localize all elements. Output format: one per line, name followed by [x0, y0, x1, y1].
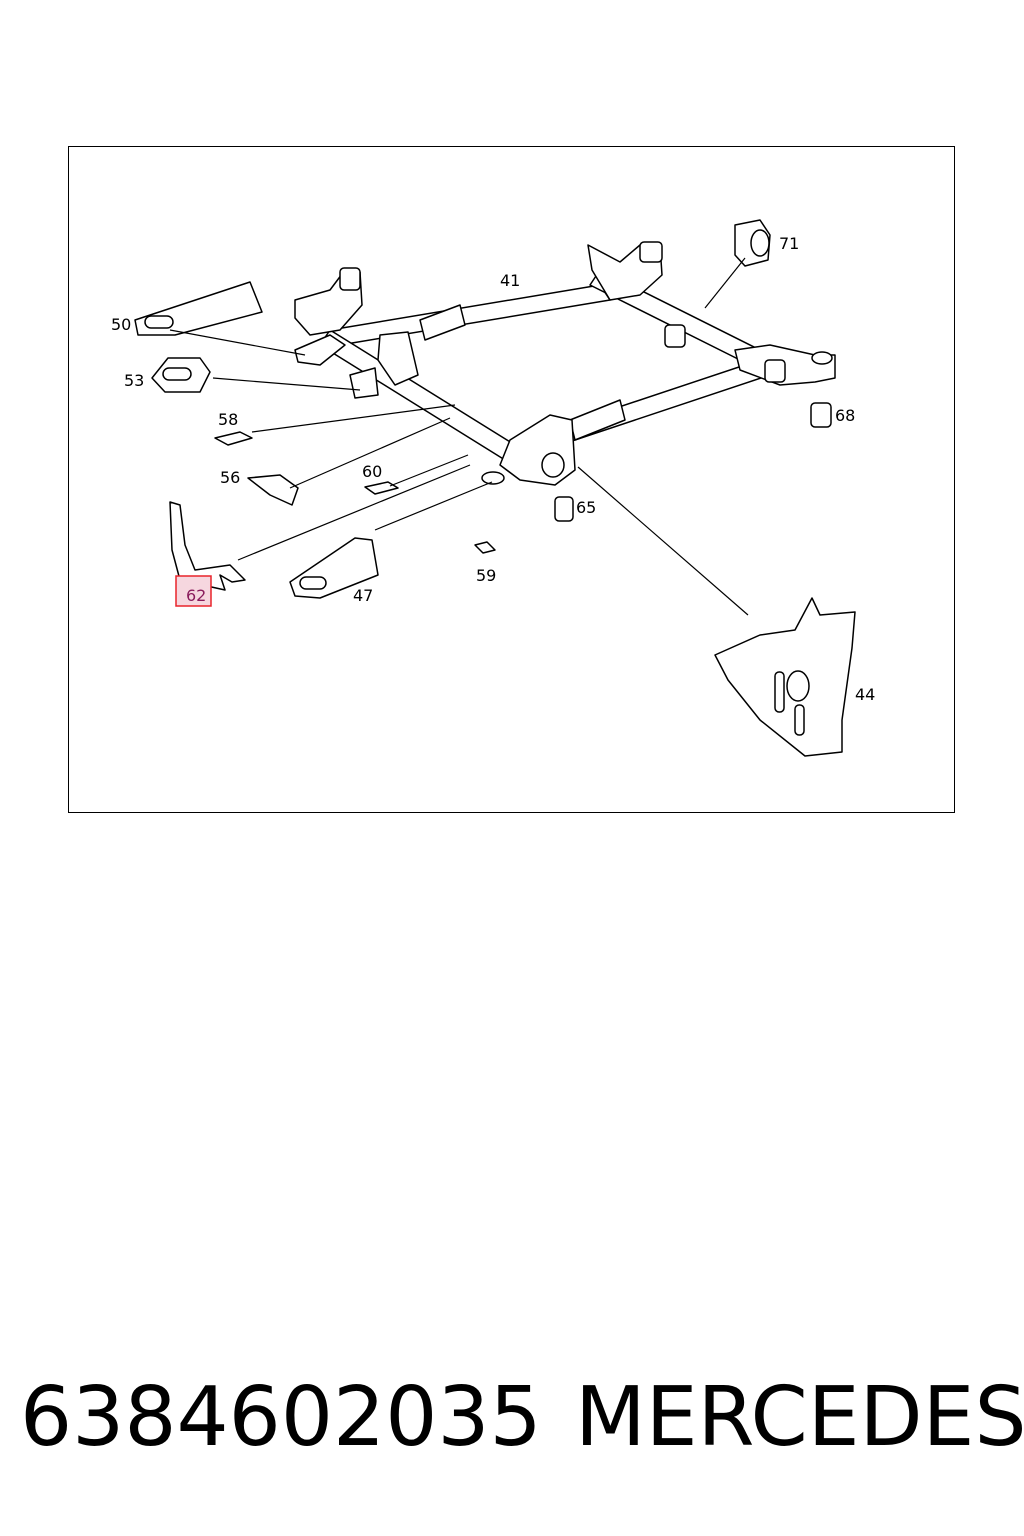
part-60-plate [364, 481, 399, 495]
footer: 6384602035 MERCEDES [20, 1370, 1024, 1470]
callout-53: 53 [124, 371, 144, 390]
callout-56: 56 [220, 468, 240, 487]
rear-steering-boot [569, 399, 626, 441]
callout-41: 41 [500, 271, 520, 290]
part-47-slot [299, 576, 327, 590]
part-59-clip [474, 541, 496, 554]
front-steering-boot [419, 304, 466, 341]
callout-65: 65 [576, 498, 596, 517]
brand-name: MERCEDES [575, 1370, 1024, 1465]
part-44-plate [714, 597, 856, 757]
left-rear-bushing-eye [541, 452, 565, 478]
right-rear-eye [811, 351, 833, 365]
callout-60: 60 [362, 462, 382, 481]
part-65-bushing [554, 496, 574, 522]
center-bracket [377, 331, 419, 386]
left-lower-eye [481, 471, 505, 485]
part-56-bracket [247, 474, 299, 506]
callout-59: 59 [476, 566, 496, 585]
loose-parts [134, 219, 856, 757]
callout-62: 62 [186, 586, 206, 605]
part-44-slot-2 [794, 704, 805, 736]
right-front-bushing [639, 241, 663, 263]
callout-47: 47 [353, 586, 373, 605]
left-rear-mount [499, 414, 576, 486]
part-68-bushing [810, 402, 832, 428]
callout-62-highlight [175, 575, 212, 607]
left-mount-block [349, 367, 379, 399]
callout-68: 68 [835, 406, 855, 425]
part-53-slot [162, 367, 192, 381]
part-58-plate [214, 431, 253, 446]
callout-50: 50 [111, 315, 131, 334]
part-62-bracket [169, 501, 246, 591]
part-number: 6384602035 [20, 1370, 542, 1465]
leader-lines [169, 257, 749, 616]
diagram-frame [68, 146, 955, 813]
subframe-left-rail [319, 329, 516, 461]
part-44-hole [786, 670, 810, 702]
callout-71: 71 [779, 234, 799, 253]
part-44-slot [774, 671, 785, 713]
subframe-assembly [294, 241, 836, 486]
part-71-bushing-face [750, 229, 770, 257]
callout-44: 44 [855, 685, 875, 704]
left-front-bushing [339, 267, 361, 291]
subframe-front-crossmember [329, 284, 611, 346]
part-50-slot [144, 315, 174, 329]
left-arm-mount [294, 334, 346, 366]
rear-center-bushing [664, 324, 686, 348]
right-rear-bushing [764, 359, 786, 383]
callout-labels: 41 71 50 53 58 68 56 60 65 59 47 62 44 [111, 234, 875, 704]
callout-58: 58 [218, 410, 238, 429]
